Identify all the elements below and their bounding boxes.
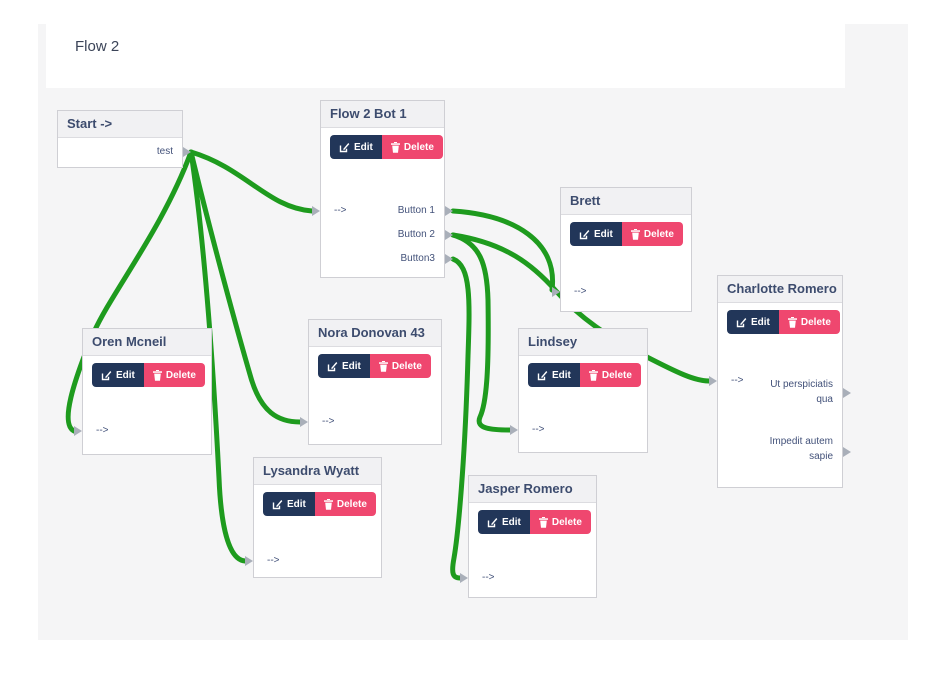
trash-icon — [538, 516, 548, 528]
edit-button[interactable]: Edit — [330, 135, 382, 159]
edit-button[interactable]: Edit — [92, 363, 144, 387]
node-actions: Edit Delete — [570, 222, 691, 246]
node-actions: Edit Delete — [478, 510, 596, 534]
edit-pencil-icon — [736, 317, 747, 327]
output-port-label: test — [156, 146, 173, 157]
edit-pencil-icon — [272, 499, 283, 509]
delete-button-label: Delete — [403, 141, 434, 153]
input-port-label: --> — [532, 424, 545, 435]
node-actions: Edit Delete — [92, 363, 211, 387]
node-title: Jasper Romero — [469, 476, 596, 503]
edit-button[interactable]: Edit — [478, 510, 530, 534]
input-port-label: --> — [96, 425, 109, 436]
output-port-label: Impedit autem sapie — [769, 436, 833, 462]
trash-icon — [390, 141, 400, 153]
edit-button[interactable]: Edit — [570, 222, 622, 246]
page-title: Flow 2 — [75, 38, 120, 55]
node-actions: Edit Delete — [528, 363, 647, 387]
trash-icon — [588, 369, 598, 381]
node-flow2bot1[interactable]: Flow 2 Bot 1 Edit Delete --> Button 1 Button … — [320, 100, 445, 278]
node-title: Start -> — [58, 111, 182, 138]
trash-icon — [323, 498, 333, 510]
node-title: Oren Mcneil — [83, 329, 211, 356]
node-nora[interactable]: Nora Donovan 43 Edit Delete --> — [308, 319, 442, 445]
edit-pencil-icon — [339, 142, 350, 152]
edit-pencil-icon — [327, 361, 338, 371]
edit-button-label: Edit — [342, 360, 361, 372]
edit-button-label: Edit — [354, 141, 373, 153]
edit-button-label: Edit — [502, 516, 521, 528]
edit-button-label: Edit — [552, 369, 571, 381]
input-port-label: --> — [267, 555, 280, 566]
edit-button[interactable]: Edit — [263, 492, 315, 516]
delete-button[interactable]: Delete — [143, 363, 205, 387]
flow-header-bar — [46, 24, 845, 88]
edit-button-label: Edit — [594, 228, 613, 240]
node-actions: Edit Delete — [330, 135, 444, 159]
input-port-label: --> — [574, 286, 587, 297]
delete-button-label: Delete — [800, 316, 831, 328]
edit-pencil-icon — [579, 229, 590, 239]
output-port-label: Ut perspiciatis qua — [770, 379, 833, 405]
edit-button[interactable]: Edit — [727, 310, 779, 334]
node-title: Lindsey — [519, 329, 647, 356]
delete-button[interactable]: Delete — [314, 492, 376, 516]
node-actions: Edit Delete — [318, 354, 441, 378]
input-port-label: --> — [482, 572, 495, 583]
edit-button[interactable]: Edit — [318, 354, 370, 378]
node-title: Lysandra Wyatt — [254, 458, 381, 485]
delete-button[interactable]: Delete — [369, 354, 431, 378]
node-actions: Edit Delete — [727, 310, 842, 334]
delete-button-label: Delete — [391, 360, 422, 372]
node-title: Nora Donovan 43 — [309, 320, 441, 347]
delete-button-label: Delete — [336, 498, 367, 510]
node-start[interactable]: Start -> test — [57, 110, 183, 168]
delete-button[interactable]: Delete — [529, 510, 591, 534]
trash-icon — [152, 369, 162, 381]
edit-button-label: Edit — [116, 369, 135, 381]
trash-icon — [378, 360, 388, 372]
delete-button-label: Delete — [601, 369, 632, 381]
trash-icon — [630, 228, 640, 240]
edit-pencil-icon — [101, 370, 112, 380]
output-port-label: Button 2 — [397, 229, 435, 240]
node-title: Charlotte Romero — [718, 276, 842, 303]
output-port-label: Button 1 — [397, 205, 435, 216]
trash-icon — [787, 316, 797, 328]
delete-button[interactable]: Delete — [778, 310, 840, 334]
output-port-label: Button3 — [400, 253, 435, 264]
delete-button-label: Delete — [551, 516, 582, 528]
node-title: Flow 2 Bot 1 — [321, 101, 444, 128]
delete-button-label: Delete — [165, 369, 196, 381]
delete-button[interactable]: Delete — [381, 135, 443, 159]
node-actions: Edit Delete — [263, 492, 381, 516]
node-title: Brett — [561, 188, 691, 215]
edit-button-label: Edit — [751, 316, 770, 328]
edit-pencil-icon — [537, 370, 548, 380]
input-port-label: --> — [731, 375, 744, 386]
input-port-label: --> — [322, 416, 335, 427]
edit-button[interactable]: Edit — [528, 363, 580, 387]
delete-button-label: Delete — [643, 228, 674, 240]
delete-button[interactable]: Delete — [579, 363, 641, 387]
delete-button[interactable]: Delete — [621, 222, 683, 246]
edit-pencil-icon — [487, 517, 498, 527]
input-port-label: --> — [334, 205, 347, 216]
edit-button-label: Edit — [287, 498, 306, 510]
